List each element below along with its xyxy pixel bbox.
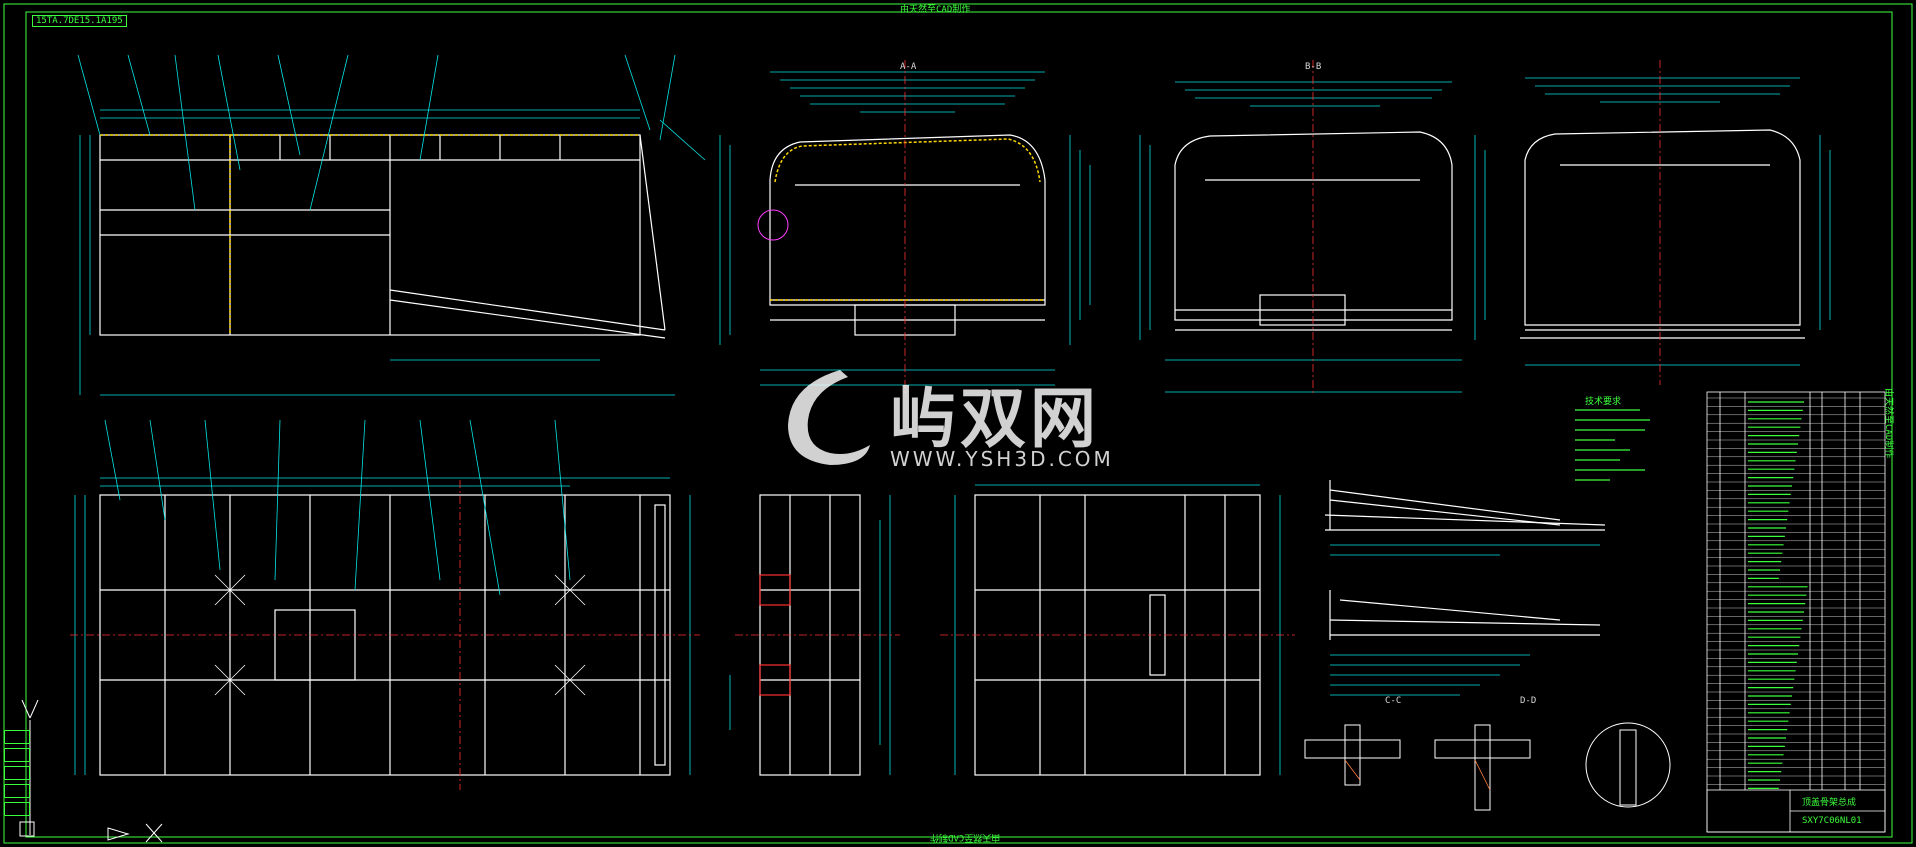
sidebar-tool-3[interactable] [4, 766, 30, 780]
watermark-logo-icon [788, 370, 870, 465]
view-label-b: B-B [1305, 62, 1322, 72]
sidebar-tool-4[interactable] [4, 784, 30, 798]
sidebar-tool-1[interactable] [4, 730, 30, 744]
title-block-title: 顶盖骨架总成 [1802, 798, 1857, 808]
plan-view-dimensions [74, 419, 691, 775]
view-label-a: A-A [900, 62, 917, 72]
section-b-dimensions [1139, 81, 1486, 393]
section-a-view [769, 134, 1046, 336]
plan-view-diagonals [214, 574, 586, 696]
bottom-plan-dimensions [954, 484, 1281, 775]
section-a-markers [770, 138, 1045, 301]
view-label-c: C-C [1385, 696, 1402, 706]
section-a-detail-circle [757, 209, 789, 241]
section-b-view [1174, 131, 1453, 331]
watermark: 屿双网 WWW.YSH3D.COM [770, 365, 1150, 475]
side-elevation-markers [100, 134, 640, 335]
section-details [1304, 722, 1671, 811]
bottom-caption: 由天然至CAD制作 [930, 832, 1001, 842]
detail-c-view [1324, 480, 1606, 531]
watermark-brand: 屿双网 [890, 380, 1100, 457]
top-caption: 由天然至CAD制作 [900, 5, 971, 15]
detail-d-view [1329, 590, 1601, 640]
side-elevation-view [99, 134, 666, 339]
side-elevation-dimensions [77, 54, 706, 396]
detail-dimensions [1330, 544, 1600, 696]
watermark-url: WWW.YSH3D.COM [890, 447, 1114, 471]
parts-list-text [1748, 401, 1808, 790]
parts-list-rows [1707, 397, 1885, 785]
rear-elevation-dimensions [1525, 77, 1831, 366]
drawing-code: 15TA.7DE15.1A195 [32, 15, 127, 27]
technical-notes [1575, 409, 1650, 481]
rear-elevation-view [1520, 129, 1805, 339]
sidebar-tool-5[interactable] [4, 802, 30, 816]
right-caption: 由天然至CAD制作 [1883, 388, 1893, 459]
notes-heading: 技术要求 [1585, 397, 1622, 407]
title-block-code: SXY7C06NL01 [1802, 816, 1862, 826]
section-detail-fill [1344, 759, 1491, 791]
ucs-icon [19, 699, 163, 843]
view-label-d: D-D [1520, 696, 1537, 706]
sidebar-tool-2[interactable] [4, 748, 30, 762]
